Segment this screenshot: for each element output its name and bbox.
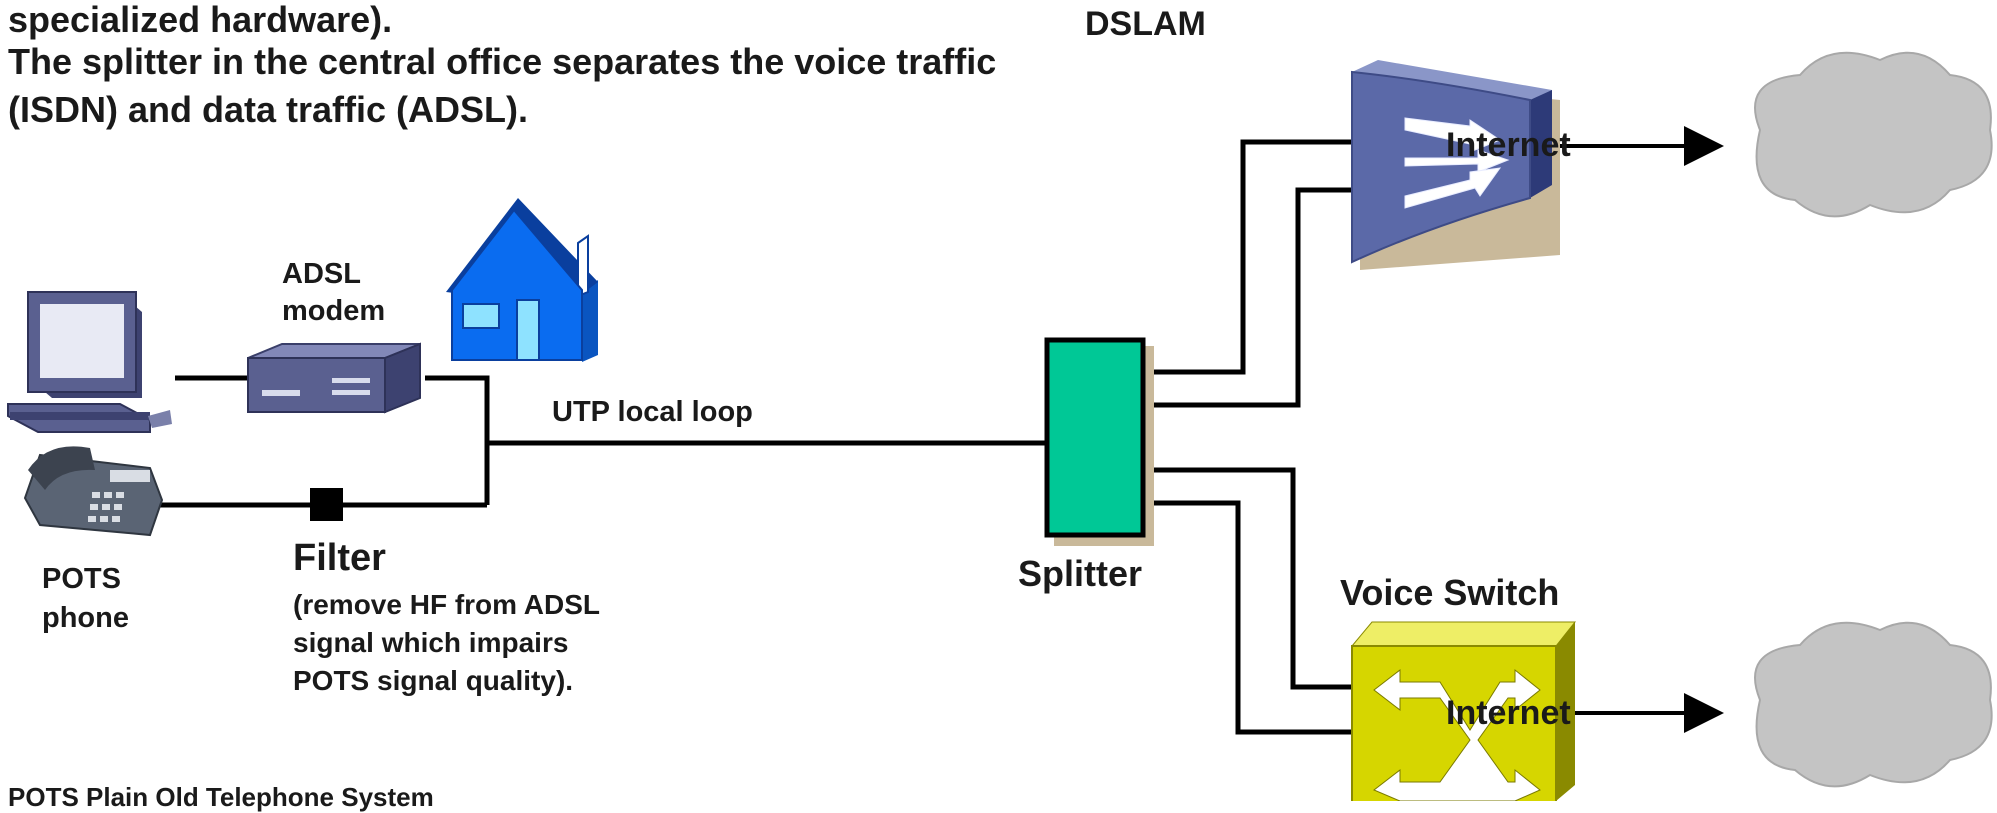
cloud-icon — [1754, 51, 1993, 218]
adsl-modem-label-1: ADSL — [282, 258, 361, 290]
voice-switch-label: Voice Switch — [1340, 572, 1560, 613]
internet-label-top: Internet — [1446, 126, 1571, 164]
internet-label-bottom: Internet — [1446, 694, 1571, 732]
intro-line-2: The splitter in the central office separ… — [8, 41, 997, 82]
computer-icon — [7, 291, 172, 433]
phone-icon — [23, 446, 164, 537]
arrows-to-internet — [1555, 126, 1724, 733]
intro-line-3: (ISDN) and data traffic (ADSL). — [8, 89, 529, 130]
cloud-icon — [1754, 621, 1993, 788]
voice-switch-icon — [1350, 621, 1577, 801]
filter-note-3: POTS signal quality). — [293, 665, 574, 696]
filter-note-1: (remove HF from ADSL — [293, 589, 601, 620]
dslam-label: DSLAM — [1085, 5, 1206, 43]
utp-local-loop-label: UTP local loop — [552, 396, 753, 428]
connection-lines — [150, 139, 1352, 735]
adsl-modem-label-2: modem — [282, 295, 386, 327]
footnote: POTS Plain Old Telephone System — [8, 782, 434, 812]
pots-phone-label-1: POTS — [42, 563, 121, 595]
dslam-icon — [1351, 60, 1560, 270]
house-icon — [446, 198, 598, 362]
filter-icon — [310, 488, 343, 521]
filter-label: Filter — [293, 537, 386, 579]
splitter-box — [1044, 337, 1154, 546]
adsl-modem-icon — [247, 342, 421, 414]
splitter-label: Splitter — [1018, 553, 1143, 594]
filter-note-2: signal which impairs — [293, 627, 569, 658]
pots-phone-label-2: phone — [42, 602, 129, 634]
intro-line-1: specialized hardware). — [8, 0, 393, 40]
